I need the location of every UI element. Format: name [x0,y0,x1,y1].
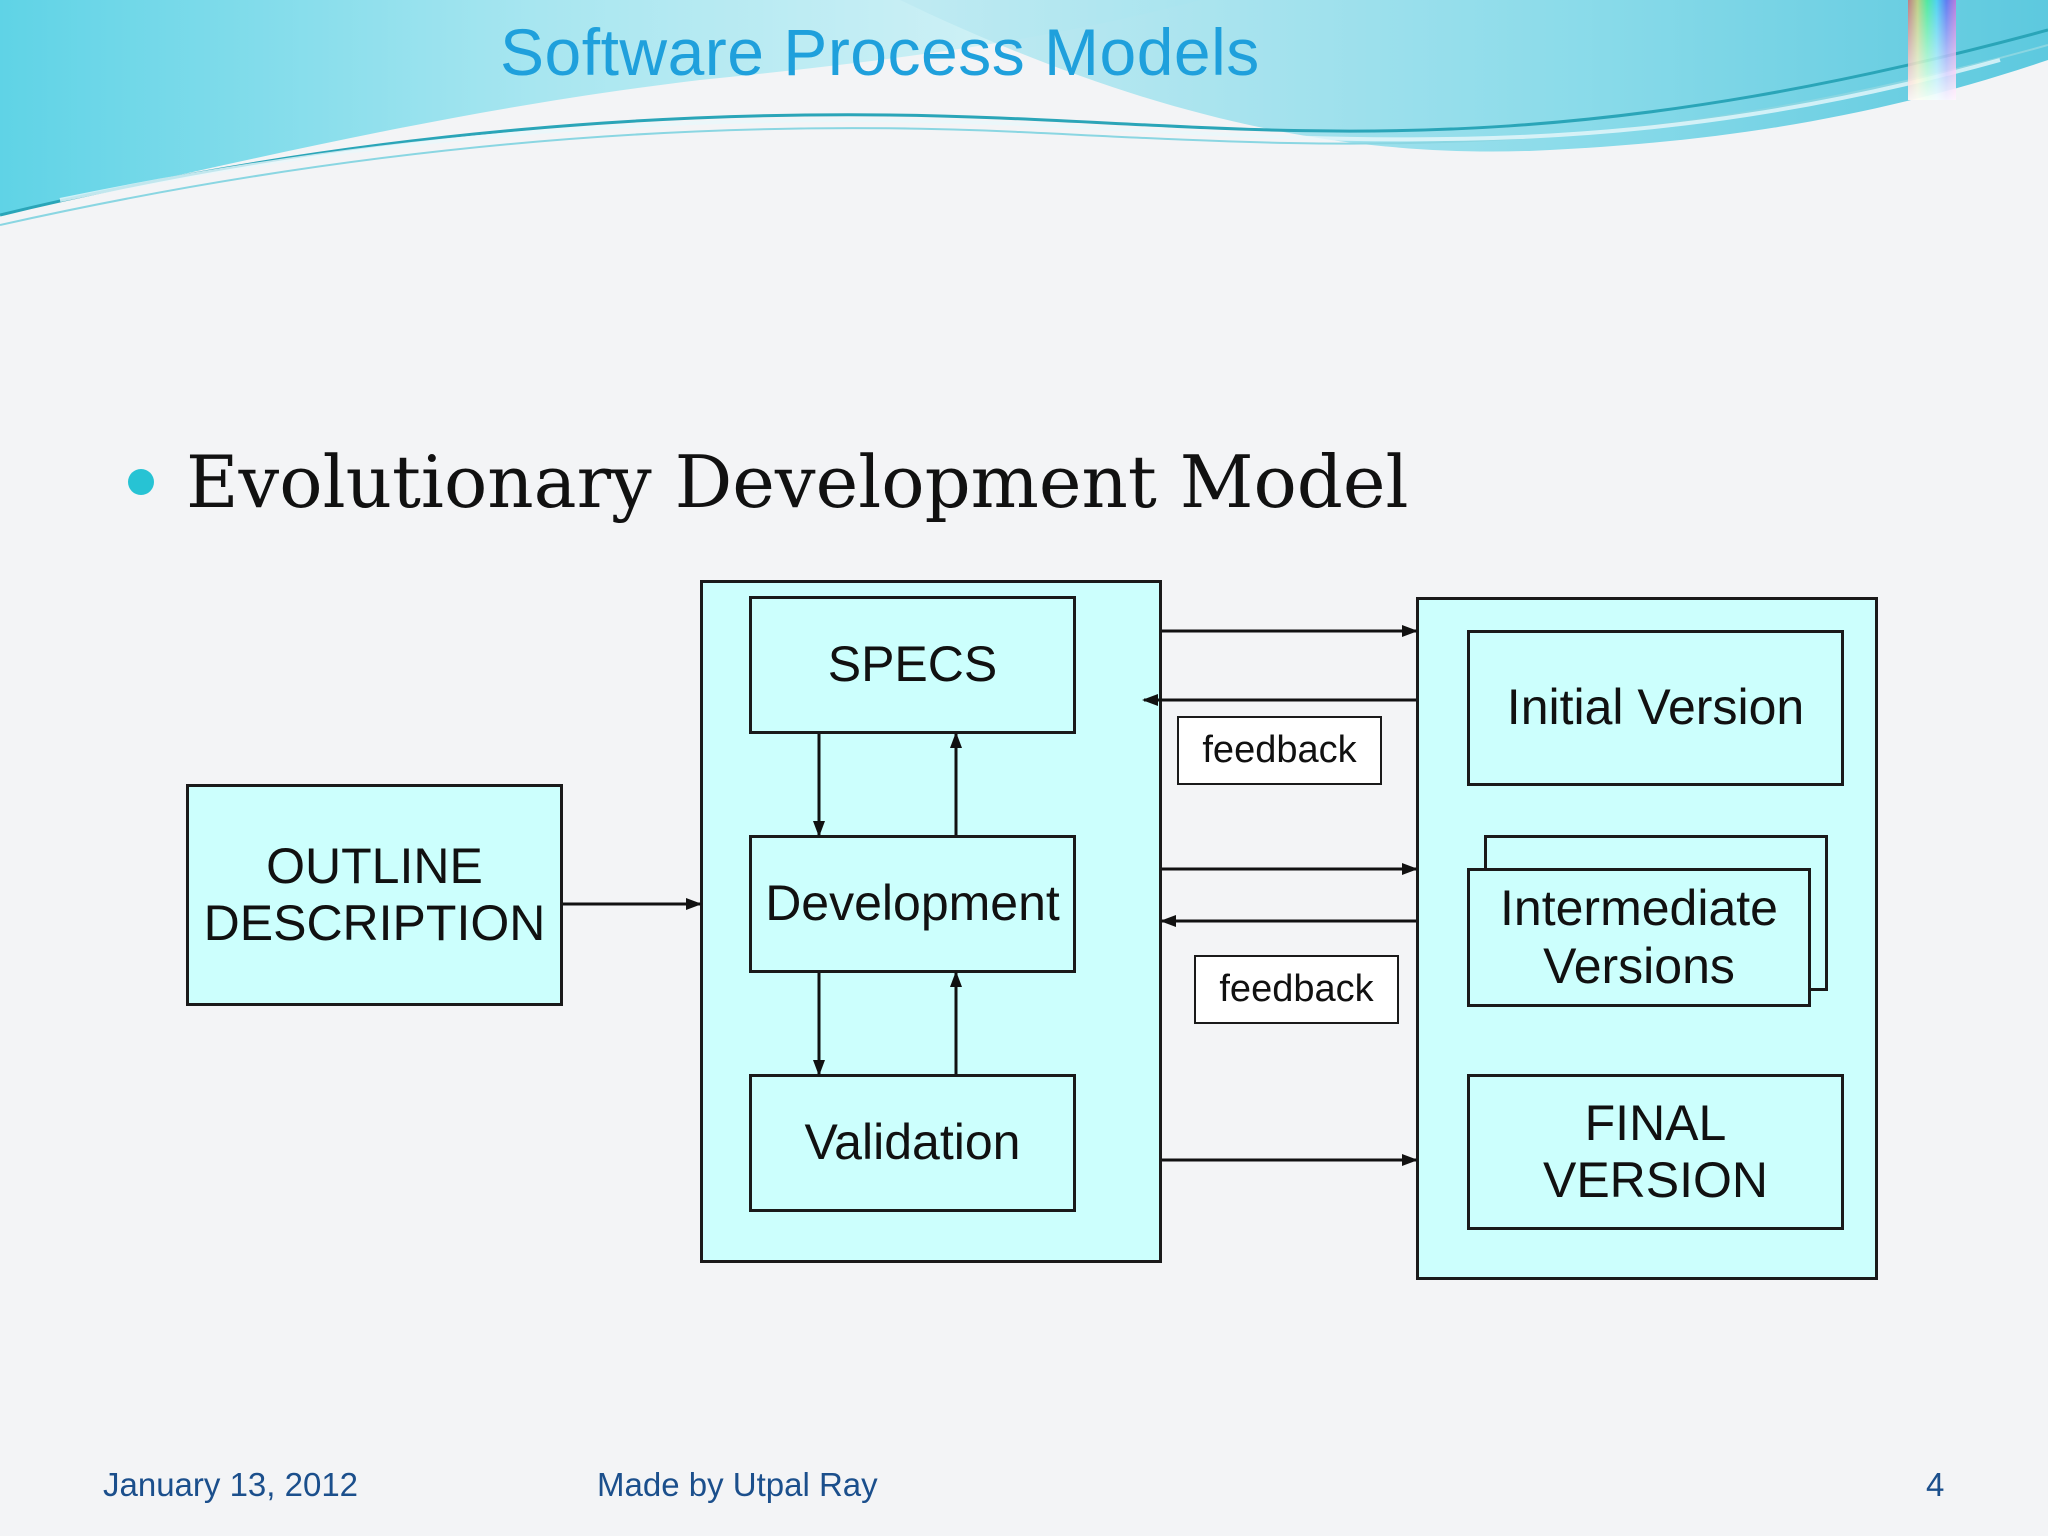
outline-line-2: DESCRIPTION [203,895,546,951]
outline-line-1: OUTLINE [266,837,483,894]
final-version-box: FINAL VERSION [1467,1074,1844,1230]
validation-box: Validation [749,1074,1076,1212]
specs-label: SPECS [827,636,998,693]
intermediate-line-1: Intermediate [1500,880,1778,936]
development-label: Development [765,875,1060,932]
final-line-1: FINAL [1584,1094,1727,1151]
feedback-label-top: feedback [1177,716,1382,785]
feedback-bottom-text: feedback [1219,968,1374,1010]
corner-color-fade [1908,0,1956,100]
footer-author: Made by Utpal Ray [597,1466,878,1503]
intermediate-line-2: Versions [1543,937,1735,994]
development-box: Development [749,835,1076,973]
outline-description-box: OUTLINE DESCRIPTION [186,784,563,1006]
bullet-text: Evolutionary Development Model [186,440,1409,524]
final-line-2: VERSION [1542,1152,1769,1208]
feedback-top-text: feedback [1202,729,1357,771]
initial-version-label: Initial Version [1506,679,1805,736]
header-wave-banner [0,0,2048,226]
validation-label: Validation [804,1114,1021,1171]
initial-version-box: Initial Version [1467,630,1844,786]
footer-page-number: 4 [1926,1466,1945,1503]
feedback-label-bottom: feedback [1194,955,1399,1024]
footer-date: January 13, 2012 [103,1466,359,1503]
bullet-item: Evolutionary Development Model [128,440,1409,524]
specs-box: SPECS [749,596,1076,734]
intermediate-versions-box: Intermediate Versions [1467,868,1811,1007]
bullet-dot-icon [128,469,154,495]
slide-title: Software Process Models [500,15,1260,89]
